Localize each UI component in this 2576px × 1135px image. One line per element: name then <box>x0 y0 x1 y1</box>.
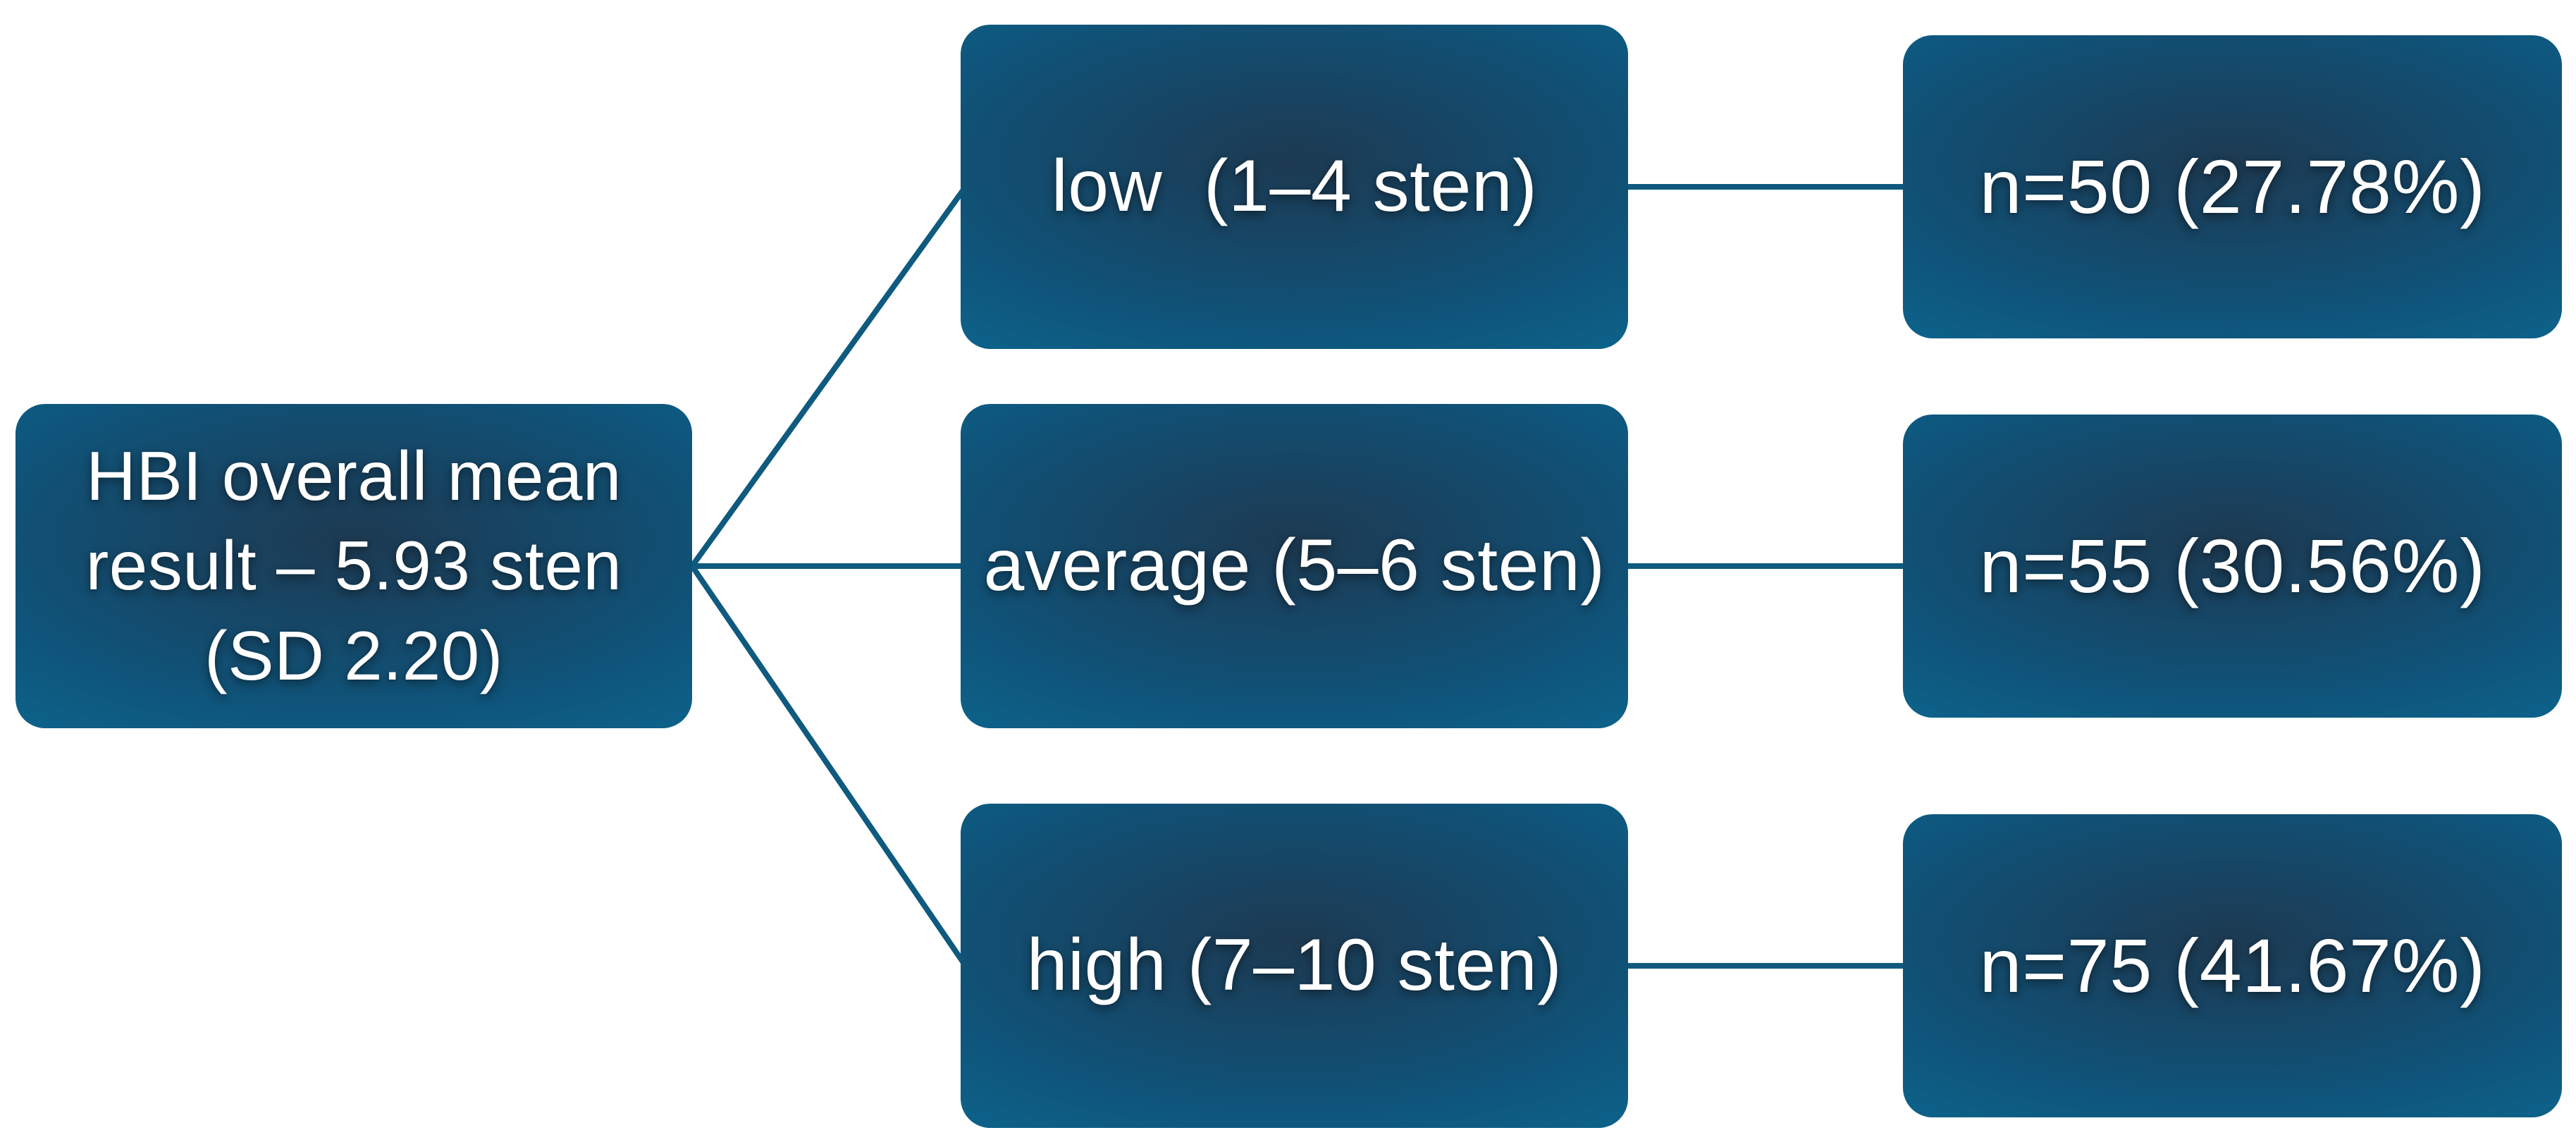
node-count-average-label: n=55 (30.56%) <box>1979 522 2486 608</box>
node-count-low-label: n=50 (27.78%) <box>1979 143 2486 229</box>
node-category-low: low (1–4 sten) <box>961 25 1628 349</box>
connector-root-to-low <box>689 184 968 569</box>
node-root-label: HBI overall mean result – 5.93 sten (SD … <box>85 436 642 694</box>
node-count-average: n=55 (30.56%) <box>1903 415 2562 718</box>
node-count-low: n=50 (27.78%) <box>1903 35 2562 338</box>
node-category-average: average (5–6 sten) <box>961 404 1628 728</box>
node-category-high: high (7–10 sten) <box>961 804 1628 1128</box>
node-count-high-label: n=75 (41.67%) <box>1979 922 2486 1008</box>
node-category-high-label: high (7–10 sten) <box>1026 924 1563 1007</box>
node-category-low-label: low (1–4 sten) <box>1051 145 1538 228</box>
node-root: HBI overall mean result – 5.93 sten (SD … <box>16 404 692 728</box>
connector-root-to-high <box>689 563 968 969</box>
node-category-average-label: average (5–6 sten) <box>983 524 1606 607</box>
node-count-high: n=75 (41.67%) <box>1903 814 2562 1117</box>
